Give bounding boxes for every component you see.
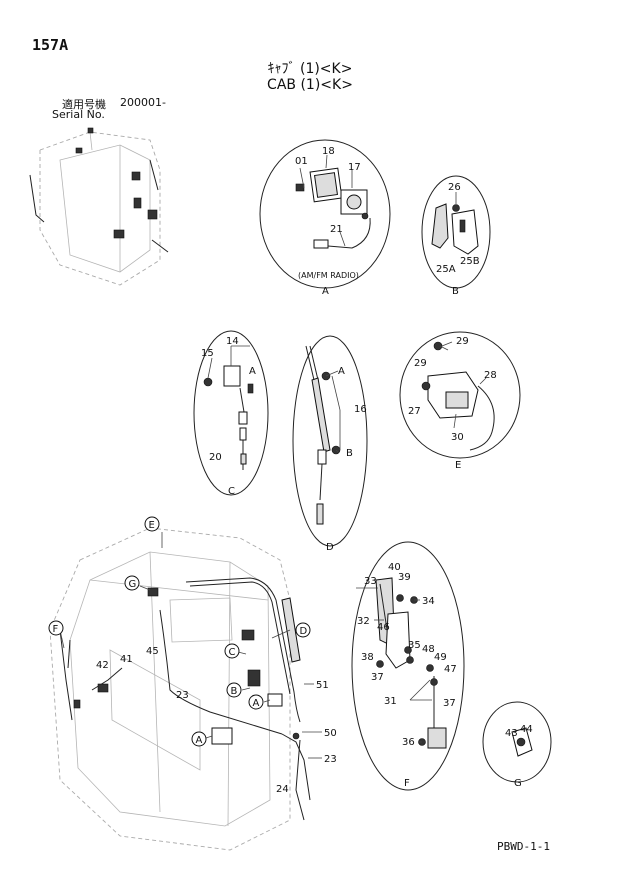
detail-c	[193, 330, 269, 496]
label-part-47: 47	[444, 664, 457, 675]
detail-f-labels: 40 39 33 34 32 46 35 48 38 49 37 47 31 3…	[357, 562, 457, 789]
title-japanese: ｷｬﾌﾞ (1)<K>	[267, 61, 353, 77]
marker-c-letter: C	[229, 647, 236, 658]
marker-e-letter: E	[149, 520, 155, 531]
marker-a-letter: A	[196, 735, 203, 746]
label-part-34: 34	[422, 596, 435, 607]
detail-a-letter: A	[322, 286, 329, 297]
label-part-40: 40	[388, 562, 401, 573]
label-part-29: 29	[456, 336, 469, 347]
marker-a-letter: A	[253, 698, 260, 709]
marker-d-letter: D	[300, 626, 308, 637]
label-part-31: 31	[384, 696, 397, 707]
detail-a-caption: (AM/FM RADIO)	[298, 271, 359, 280]
label-part-17: 17	[348, 162, 361, 173]
label-part-28: 28	[484, 370, 497, 381]
label-part-18: 18	[322, 146, 335, 157]
title-english: CAB (1)<K>	[267, 77, 353, 93]
detail-f-letter: F	[404, 778, 410, 789]
label-part-33: 33	[364, 576, 377, 587]
marker-f: F	[48, 620, 64, 636]
detail-d	[292, 335, 368, 547]
label-part-27: 27	[408, 406, 421, 417]
marker-g: G	[124, 575, 140, 591]
label-part-23: 23	[176, 690, 189, 701]
label-part-36: 36	[402, 737, 415, 748]
detail-g	[482, 701, 552, 783]
label-part-35: 35	[408, 640, 421, 651]
label-marker-a: A	[249, 366, 256, 377]
label-part-32: 32	[357, 616, 370, 627]
detail-g-letter: G	[514, 778, 522, 789]
leader-lines	[59, 345, 487, 759]
label-part-43: 43	[505, 728, 518, 739]
serial-label-english: Serial No.	[52, 108, 105, 121]
label-marker-b: B	[346, 448, 353, 459]
marker-b-letter: B	[231, 686, 238, 697]
label-part-01: 01	[295, 156, 308, 167]
label-part-25A: 25A	[436, 264, 456, 275]
label-part-23: 23	[324, 754, 337, 765]
label-part-15: 15	[201, 348, 214, 359]
label-part-25B: 25B	[460, 256, 480, 267]
label-part-16: 16	[354, 404, 367, 415]
label-part-20: 20	[209, 452, 222, 463]
main-view-labels: 42 41 45 23 51 50 23 24	[96, 646, 337, 795]
detail-c-letter: C	[228, 486, 235, 497]
label-part-26: 26	[448, 182, 461, 193]
label-part-38: 38	[361, 652, 374, 663]
label-part-24: 24	[276, 784, 289, 795]
label-part-42: 42	[96, 660, 109, 671]
detail-f	[351, 541, 465, 791]
serial-number: 200001-	[120, 96, 166, 109]
cab-overview-small	[29, 127, 169, 286]
marker-f-letter: F	[53, 624, 59, 635]
detail-e-labels: 29 29 28 27 30 E	[408, 336, 497, 471]
detail-b-letter: B	[452, 286, 459, 297]
label-part-37: 37	[371, 672, 384, 683]
detail-e-letter: E	[455, 460, 461, 471]
detail-e	[399, 331, 521, 459]
detail-b	[421, 175, 491, 289]
main-view-markers: E G F D C B A A	[48, 516, 311, 747]
label-part-49: 49	[434, 652, 447, 663]
footer-code: PBWD-1-1	[497, 840, 550, 853]
detail-d-letter: D	[326, 542, 334, 553]
label-part-50: 50	[324, 728, 337, 739]
detail-c-labels: 14 15 A 20 C	[201, 336, 256, 497]
marker-c: C	[224, 643, 240, 659]
page-code: 157A	[32, 36, 69, 54]
marker-g-letter: G	[129, 579, 137, 590]
label-part-21: 21	[330, 224, 343, 235]
label-marker-a: A	[338, 366, 345, 377]
label-part-41: 41	[120, 654, 133, 665]
detail-a-labels: 01 18 17 21 (AM/FM RADIO) A	[295, 146, 361, 297]
marker-b: B	[226, 682, 242, 698]
marker-a: A	[248, 694, 264, 710]
label-part-45: 45	[146, 646, 159, 657]
cab-main-view	[49, 527, 311, 851]
label-part-48: 48	[422, 644, 435, 655]
serial-label-japanese: 適用号機	[62, 98, 106, 111]
label-part-39: 39	[398, 572, 411, 583]
marker-d: D	[295, 622, 311, 638]
label-part-51: 51	[316, 680, 329, 691]
label-part-30: 30	[451, 432, 464, 443]
detail-a	[259, 139, 391, 289]
label-part-29: 29	[414, 358, 427, 369]
detail-g-labels: 43 44 G	[505, 724, 533, 789]
label-part-14: 14	[226, 336, 239, 347]
label-part-44: 44	[520, 724, 533, 735]
detail-b-labels: 26 25A 25B B	[436, 182, 480, 297]
label-part-37: 37	[443, 698, 456, 709]
detail-d-labels: A 16 B D	[326, 366, 367, 553]
marker-e: E	[144, 516, 160, 532]
marker-a: A	[191, 731, 207, 747]
label-part-46: 46	[377, 622, 390, 633]
